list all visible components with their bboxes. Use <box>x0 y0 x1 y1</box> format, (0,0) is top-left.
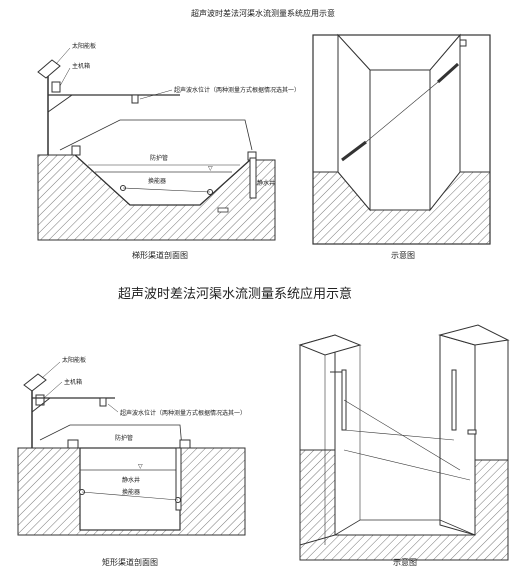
rect-still-well-label: 静水井 <box>122 476 140 484</box>
trapezoid-still-well-label: 静水井 <box>257 179 275 187</box>
rect-section: ▽ 太阳能板 主机箱 超声波水位计（两种测量方式根据情况选其一） 防护管 静水井… <box>17 356 246 567</box>
trapezoid-host-label: 主机箱 <box>72 62 90 70</box>
rect-section-caption: 矩形渠道剖面图 <box>102 557 158 567</box>
rect-guard-pipe-label: 防护管 <box>115 434 133 442</box>
trapezoid-section-caption: 梯形渠道剖面图 <box>132 250 188 260</box>
rect-water-level-mark: ▽ <box>138 463 143 470</box>
rect-solar-panel-shape <box>23 373 47 392</box>
rect-still-well-shape <box>175 447 182 511</box>
rect-3d: 示意图 <box>298 324 510 567</box>
trapezoid-cable <box>59 119 253 151</box>
rect-3d-caption: 示意图 <box>393 557 417 567</box>
rect-host-label: 主机箱 <box>64 378 82 386</box>
trapezoid-still-well-shape <box>249 157 257 199</box>
trapezoid-host-box-shape <box>51 81 61 93</box>
rect-level-meter-shape <box>99 397 107 407</box>
rect-transducer-label: 换能器 <box>122 488 140 496</box>
middle-title: 超声波时差法河渠水流测量系统应用示意 <box>118 286 352 302</box>
rect-solar-label: 太阳能板 <box>62 356 86 364</box>
trapezoid-section: ▽ 太阳能板 主机箱 超声波水位计（两种测量方式根据情况选其一） <box>37 42 300 260</box>
trapezoid-solar-panel-shape <box>37 59 61 79</box>
trapezoid-3d-caption: 示意图 <box>391 250 415 260</box>
rect-host-box-shape <box>35 394 45 406</box>
rect-level-meter-label: 超声波水位计（两种测量方式根据情况选其一） <box>120 409 246 417</box>
trapezoid-3d: 示意图 <box>312 33 491 260</box>
trapezoid-transducer-label: 换能器 <box>148 177 166 185</box>
trapezoid-channel-bed <box>74 154 251 206</box>
trapezoid-level-meter-label: 超声波水位计（两种测量方式根据情况选其一） <box>174 86 300 94</box>
trapezoid-guard-pipe-label: 防护管 <box>150 154 168 162</box>
top-title: 超声波时差法河渠水流测量系统应用示意 <box>191 8 335 18</box>
trapezoid-ground <box>37 154 276 241</box>
trapezoid-level-meter-shape <box>131 94 139 104</box>
water-level-mark: ▽ <box>208 165 213 172</box>
trapezoid-solar-label: 太阳能板 <box>72 42 96 50</box>
